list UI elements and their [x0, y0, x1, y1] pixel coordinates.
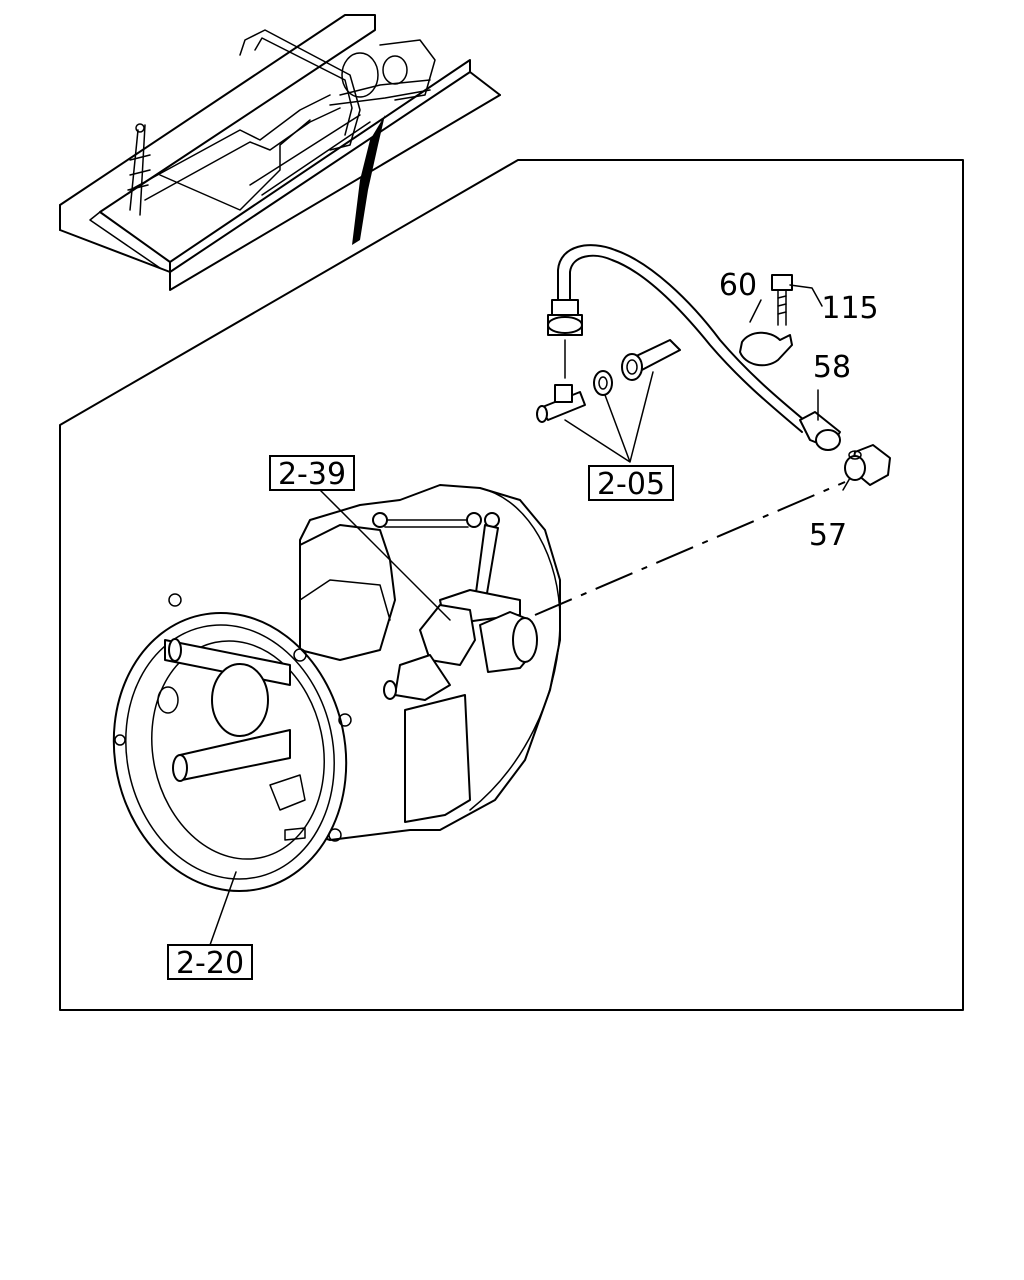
callout-58: 58	[813, 350, 851, 385]
callout-57: 57	[809, 518, 847, 553]
speedometer-cable-assembly	[536, 244, 891, 486]
reference-2-20[interactable]: 2-20	[167, 944, 253, 981]
callout-115: 115	[821, 291, 878, 326]
svg-text:2-05: 2-05	[597, 467, 665, 502]
reference-2-39[interactable]: 2-39	[269, 455, 355, 492]
chassis-overview	[59, 14, 501, 291]
callout-60: 60	[719, 268, 757, 303]
svg-text:2-20: 2-20	[176, 946, 244, 981]
transmission-assembly	[112, 484, 561, 893]
leader-lines	[209, 284, 851, 946]
svg-text:2-39: 2-39	[278, 457, 346, 492]
reference-2-05[interactable]: 2-05	[588, 465, 674, 502]
detail-frame	[59, 159, 964, 1011]
